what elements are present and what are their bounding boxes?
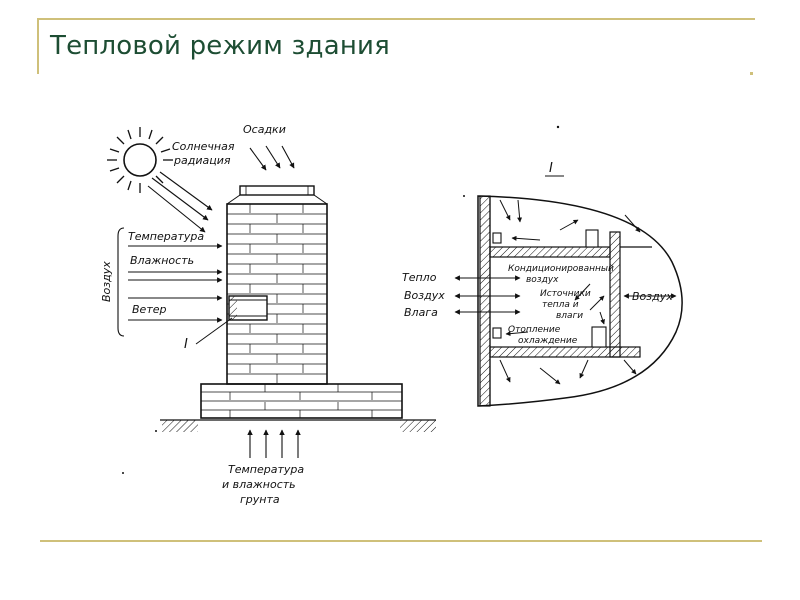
hvac-units: [492, 229, 607, 348]
moisture-label: Влага: [404, 306, 438, 319]
detail-leader-line: [195, 317, 233, 345]
title-frame-top-rule: [37, 18, 755, 20]
room-air-arrows: [499, 199, 641, 385]
air-label: Воздух: [404, 289, 445, 302]
building-foundation: [200, 383, 403, 419]
precipitation-label: Осадки: [243, 123, 286, 136]
exchange-arrows: [454, 275, 521, 315]
solar-label-line2: радиация: [173, 154, 231, 167]
heat-label: Тепло: [402, 271, 437, 284]
exterior-wall: [479, 195, 491, 407]
heating-label-line2: охлаждение: [518, 336, 578, 346]
air-vertical-label: Воздух: [100, 261, 113, 302]
ground-line: [160, 419, 436, 432]
wind-label: Ветер: [132, 303, 166, 316]
conditioned-air-label-line2: воздух: [526, 275, 559, 285]
section-outline: [477, 195, 683, 407]
sources-label-line1: Источники: [540, 289, 591, 299]
detail-marker-right: I: [549, 161, 553, 176]
sources-label-line3: влаги: [556, 311, 583, 321]
slide-title: Тепловой режим здания: [50, 31, 390, 61]
heating-label-line1: Отопление: [508, 325, 561, 335]
sun-icon: [107, 127, 173, 193]
ground-arrows: [247, 429, 301, 458]
humidity-label: Влажность: [130, 254, 194, 267]
scan-specks: [122, 125, 560, 474]
building-walls: [226, 194, 328, 385]
wall-detail-window: [228, 295, 268, 321]
temperature-label: Температура: [128, 230, 204, 243]
lower-slab: [489, 346, 641, 358]
precipitation-arrows: [249, 145, 295, 171]
bottom-rule: [40, 540, 762, 542]
solar-label-line1: Солнечная: [172, 140, 235, 153]
building-roof: [239, 185, 315, 196]
conditioned-air-label-line1: Кондиционированный: [508, 264, 614, 274]
humidity-arrows: [128, 269, 223, 283]
sources-label-line2: тепла и: [542, 300, 579, 310]
ground-label-line3: грунта: [240, 493, 280, 506]
interior-wall: [609, 231, 652, 358]
upper-slab: [489, 246, 611, 258]
solar-radiation-arrows: [147, 171, 213, 233]
ground-label-line1: Температура: [228, 463, 304, 476]
climate-factors-bracket: [117, 227, 125, 337]
detail-marker-left: I: [184, 337, 188, 352]
title-frame-left-rule: [37, 18, 39, 74]
frame-corner-tick: [750, 72, 753, 75]
ground-label-line2: и влажность: [222, 478, 296, 491]
